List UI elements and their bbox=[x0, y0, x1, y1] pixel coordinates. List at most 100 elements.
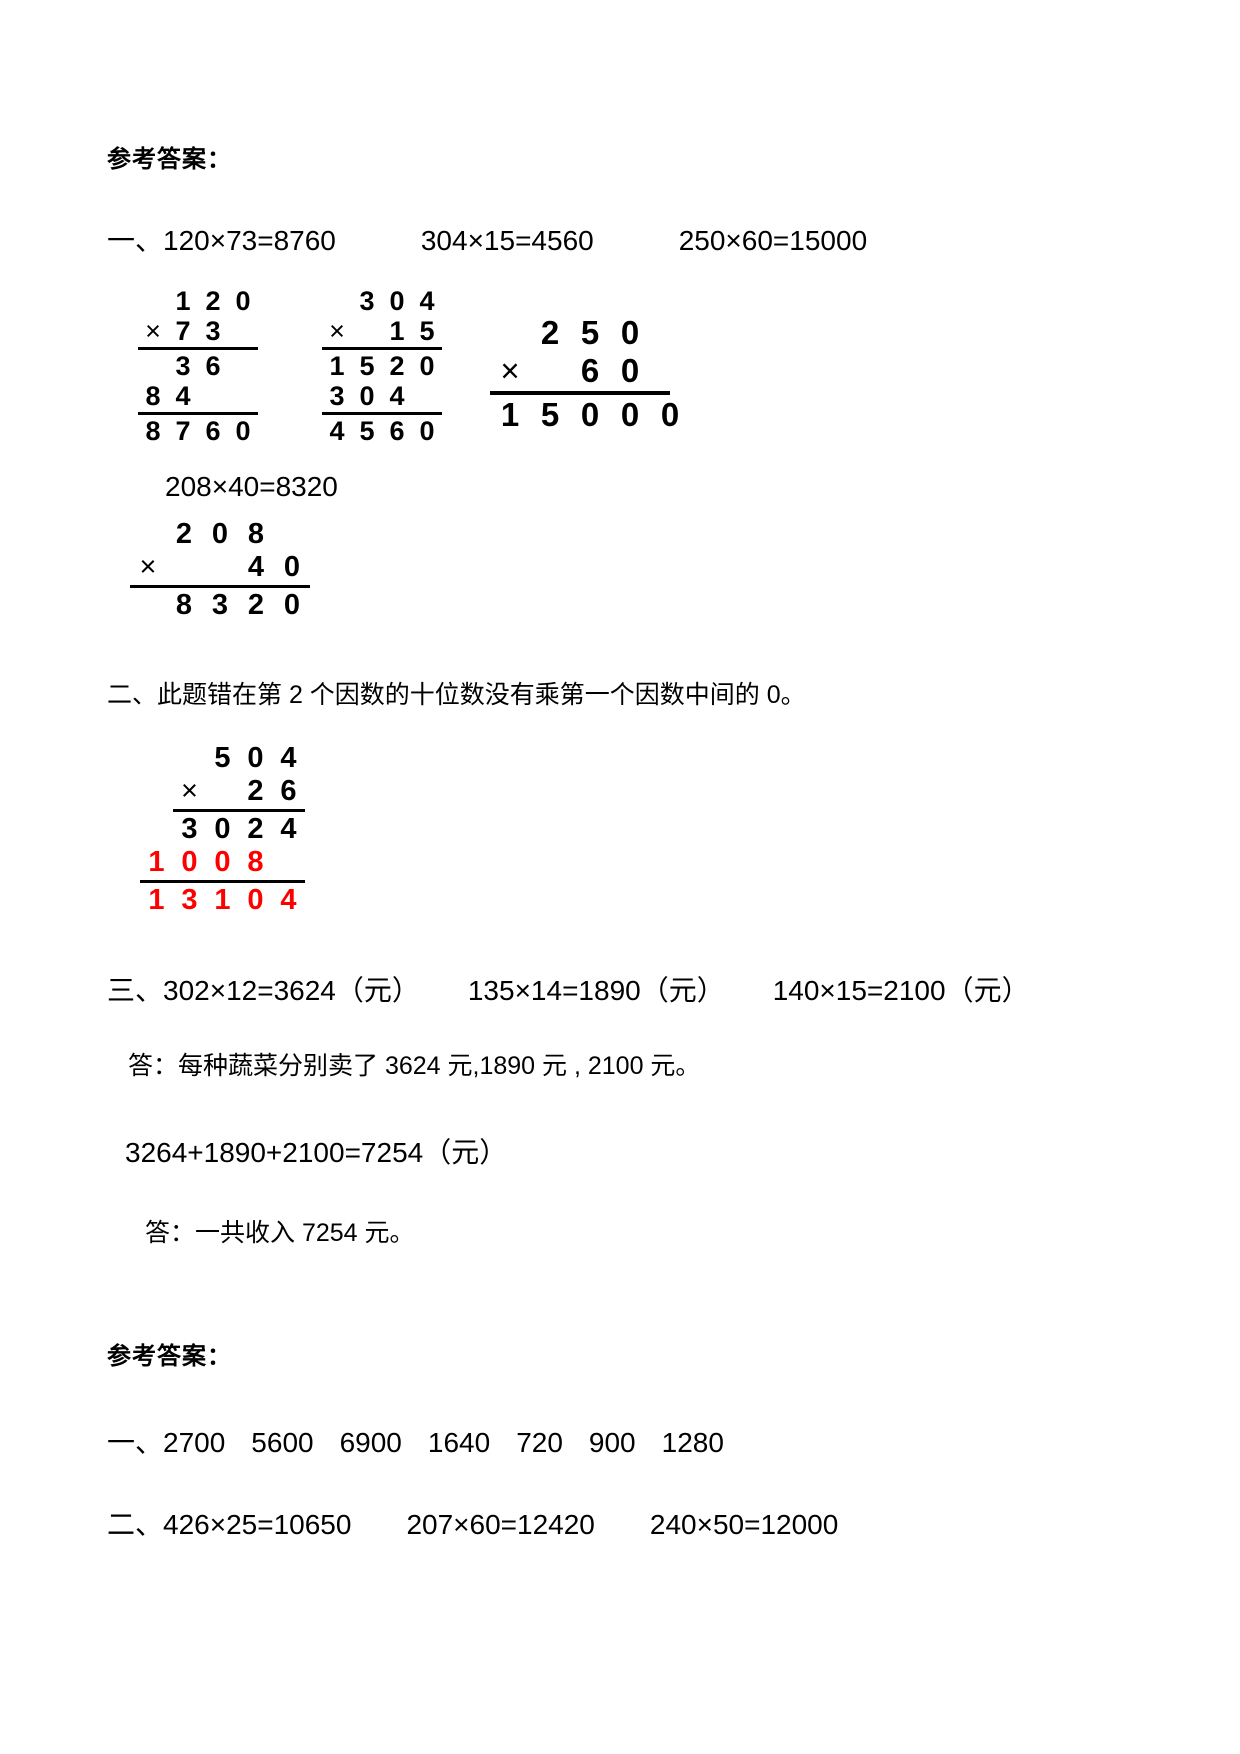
digit-cell: 5 bbox=[419, 315, 435, 346]
digit-cell: 1 bbox=[329, 350, 345, 381]
digit-cell: 0 bbox=[247, 884, 264, 916]
text-segment: 250×60=15000 bbox=[678, 225, 868, 256]
digit-cell: 0 bbox=[181, 846, 198, 878]
digit-cell: 1 bbox=[500, 396, 520, 433]
digit-cell: 2 bbox=[247, 813, 264, 845]
digit-cell: 4 bbox=[329, 415, 345, 446]
digit-cell: 0 bbox=[214, 813, 231, 845]
digit-cell: 4 bbox=[175, 380, 191, 411]
multiply-sign: × bbox=[145, 315, 161, 346]
digit-cell: 4 bbox=[280, 742, 297, 774]
digit-cell: 4 bbox=[419, 285, 435, 316]
multiply-sign: × bbox=[139, 551, 157, 583]
digit-cell: 6 bbox=[205, 415, 221, 446]
digit-cell: 4 bbox=[280, 813, 297, 845]
text-segment: 140×15=2100（元） bbox=[772, 975, 1030, 1006]
text-segment: 6900 bbox=[339, 1427, 402, 1458]
digit-cell: 2 bbox=[205, 285, 221, 316]
digit-cell: 0 bbox=[359, 380, 375, 411]
sum-line bbox=[322, 412, 442, 415]
multiply-sign: × bbox=[181, 775, 198, 807]
equations-line-1: 一、120×73=8760 304×15=4560 250×60=15000 bbox=[107, 224, 867, 258]
text-segment: 1280 bbox=[661, 1427, 724, 1458]
digit-cell: 8 bbox=[247, 518, 265, 550]
digit-cell: 3 bbox=[175, 350, 191, 381]
answer-key-title-2: 参考答案： bbox=[107, 1343, 232, 1370]
digit-cell: 4 bbox=[247, 551, 265, 583]
digit-cell: 1 bbox=[214, 884, 231, 916]
digit-cell: 5 bbox=[359, 350, 375, 381]
digit-cell: 0 bbox=[389, 285, 405, 316]
digit-cell: 0 bbox=[620, 314, 640, 351]
digit-cell: 3 bbox=[181, 813, 198, 845]
text-segment: 304×15=4560 bbox=[420, 225, 594, 256]
digit-cell: 0 bbox=[283, 551, 301, 583]
equations-line-3: 三、302×12=3624（元） 135×14=1890（元） 140×15=210… bbox=[107, 974, 1030, 1008]
text-segment: 5600 bbox=[251, 1427, 314, 1458]
text-segment: 一、120×73=8760 bbox=[107, 225, 336, 256]
text-segment: 720 bbox=[516, 1427, 563, 1458]
multiply-sign: × bbox=[500, 352, 520, 389]
digit-cell: 7 bbox=[175, 415, 191, 446]
text-segment: 240×50=12000 bbox=[649, 1509, 839, 1540]
digit-cell: 0 bbox=[247, 742, 264, 774]
digit-cell: 7 bbox=[175, 315, 191, 346]
sum-line bbox=[140, 880, 305, 883]
digit-cell: 0 bbox=[214, 846, 231, 878]
text-segment: 135×14=1890（元） bbox=[467, 975, 725, 1006]
digit-cell: 0 bbox=[211, 518, 229, 550]
digit-cell: 8 bbox=[175, 589, 193, 621]
digit-cell: 4 bbox=[280, 884, 297, 916]
digit-cell: 1 bbox=[148, 846, 165, 878]
digit-cell: 2 bbox=[247, 775, 264, 807]
digit-cell: 3 bbox=[359, 285, 375, 316]
digit-cell: 5 bbox=[214, 742, 231, 774]
section-two-explanation: 二、此题错在第 2 个因数的十位数没有乘第一个因数中间的 0。 bbox=[107, 681, 806, 709]
digit-cell: 6 bbox=[580, 352, 600, 389]
sum-equation: 3264+1890+2100=7254（元） bbox=[125, 1137, 508, 1168]
digit-cell: 0 bbox=[235, 285, 251, 316]
digit-cell: 6 bbox=[205, 350, 221, 381]
answer-sentence-vegetables: 答：每种蔬菜分别卖了 3624 元,1890 元 , 2100 元。 bbox=[128, 1052, 701, 1080]
multiply-sign: × bbox=[329, 315, 345, 346]
digit-cell: 3 bbox=[181, 884, 198, 916]
digit-cell: 1 bbox=[389, 315, 405, 346]
sum-line bbox=[173, 809, 305, 812]
digit-cell: 6 bbox=[280, 775, 297, 807]
sum-line bbox=[322, 347, 442, 350]
digit-cell: 3 bbox=[205, 315, 221, 346]
digit-cell: 0 bbox=[283, 589, 301, 621]
digit-cell: 0 bbox=[419, 415, 435, 446]
text-segment: 三、302×12=3624（元） bbox=[107, 975, 420, 1006]
sum-line bbox=[130, 585, 310, 588]
digit-cell: 1 bbox=[148, 884, 165, 916]
digit-cell: 8 bbox=[145, 380, 161, 411]
digit-cell: 3 bbox=[329, 380, 345, 411]
sum-line bbox=[490, 391, 670, 395]
digit-cell: 5 bbox=[540, 396, 560, 433]
answer-key-title-1: 参考答案： bbox=[107, 146, 232, 173]
digit-cell: 6 bbox=[389, 415, 405, 446]
digit-cell: 0 bbox=[620, 352, 640, 389]
digit-cell: 1 bbox=[175, 285, 191, 316]
